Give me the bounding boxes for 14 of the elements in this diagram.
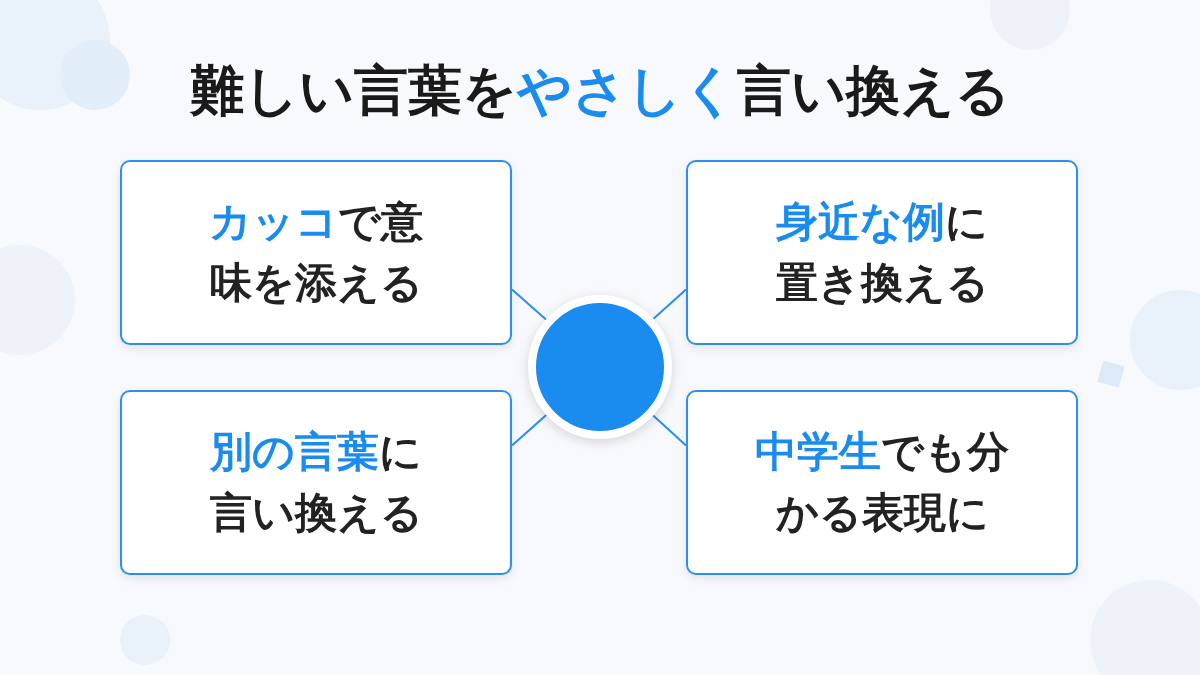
box-text: 別の言葉に言い換える [208,425,424,539]
connector-line [511,288,547,321]
connector-line [511,413,548,447]
text-box [120,160,512,345]
text-box [686,160,1078,345]
box-text: カッコで意味を添える [208,195,424,309]
center-circle [528,295,672,439]
text-box [120,390,512,575]
box-text: 中学生でも分かる表現に [754,425,1010,539]
connector-line [652,288,687,320]
title: 難しい言葉をやさしく言い換える [188,58,1011,124]
connector-line [652,414,687,447]
text-box [686,390,1078,575]
box-text: 身近な例に置き換える [774,195,990,309]
